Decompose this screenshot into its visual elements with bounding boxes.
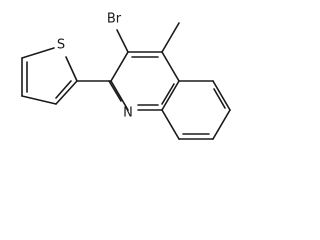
benzo-ring <box>161 80 231 140</box>
bond-t2-s <box>65 56 78 82</box>
bond-n1-c2-double <box>108 80 122 102</box>
atom-s: S <box>57 38 65 53</box>
bond-c3-br <box>116 29 129 53</box>
bond-c8-c8a <box>161 109 180 140</box>
structure-canvas: S Br N <box>0 0 248 150</box>
bond-c4a-c8a-double <box>161 83 175 105</box>
thiophene-ring <box>21 47 78 105</box>
molecule-structure: S Br N <box>21 12 231 140</box>
bond-c4a-c8a <box>161 80 180 111</box>
bond-t4-t3 <box>21 95 57 105</box>
bond-c5-c6 <box>212 80 231 111</box>
bond-c6-c7 <box>212 109 231 140</box>
bond-c4-methyl <box>161 22 180 53</box>
bond-t3-t2-double <box>55 80 72 99</box>
bond-c4-c4a <box>161 51 180 82</box>
bond-n1-c2 <box>110 80 129 111</box>
bond-c5-c6-double <box>213 88 226 109</box>
atom-br: Br <box>107 12 122 27</box>
pyridine-ring <box>108 51 180 111</box>
atom-n: N <box>123 106 133 121</box>
bond-t3-t2 <box>55 80 78 105</box>
bond-c2-c3 <box>110 51 129 82</box>
bond-s-t5 <box>21 47 55 59</box>
